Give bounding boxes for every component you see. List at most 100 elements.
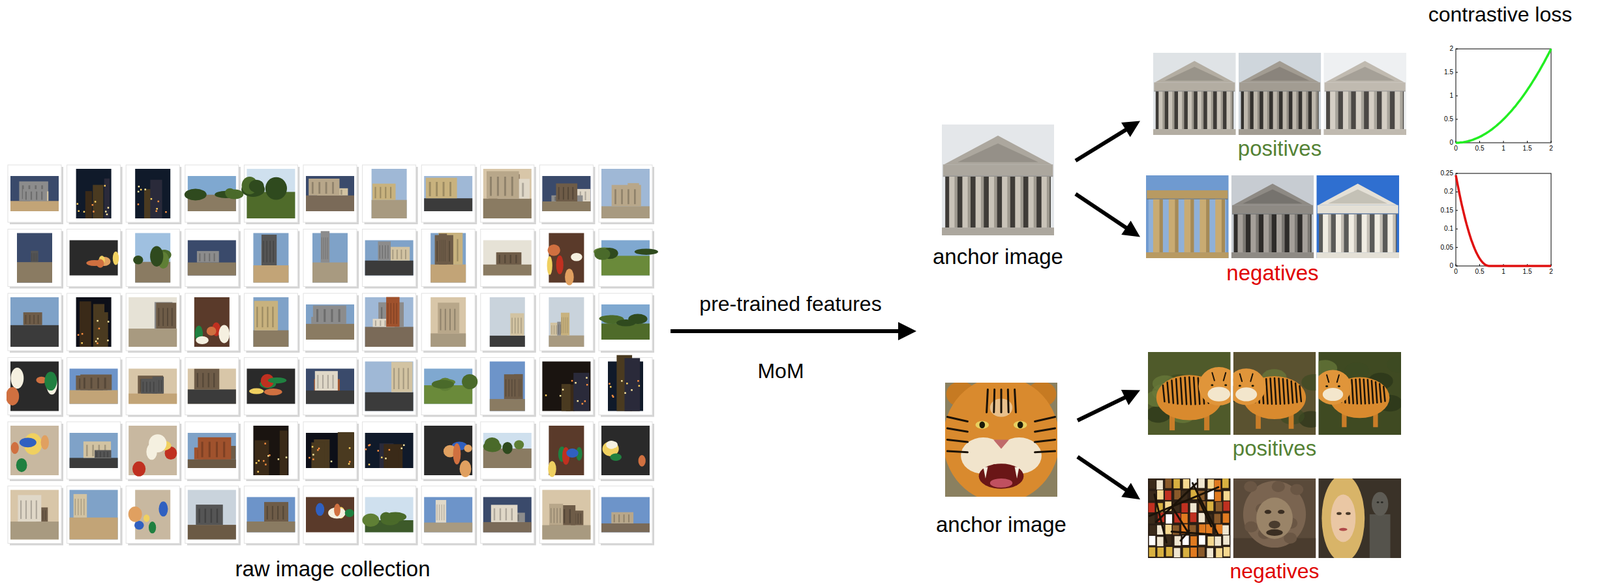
photo-detail [187,459,237,469]
photo-detail [144,188,147,191]
photo-detail [153,380,155,393]
photo-detail [198,508,201,524]
photo-detail [1383,386,1385,402]
photo-detail [612,396,615,399]
photo-detail [197,437,231,460]
photo-detail [377,450,380,453]
photo-detail [541,488,595,546]
photo-detail [421,422,475,480]
photo-detail [1155,91,1234,130]
photo-detail [601,304,650,340]
photo-detail [1187,91,1194,130]
photo-detail [67,422,121,480]
arrow-head [1121,390,1141,406]
photo-detail [41,435,49,450]
photo-detail [246,497,295,533]
photo-detail [638,385,641,388]
photo-detail [22,189,47,201]
photo-detail [1007,390,1010,413]
photo-detail [258,460,261,463]
photo-detail [550,508,552,524]
photo-detail [624,358,641,411]
photo-detail [480,486,535,544]
photo-detail [556,183,578,202]
photo-detail [1167,382,1170,404]
photo-detail [569,509,571,524]
photo-detail [1328,214,1331,253]
photo-detail [1147,478,1231,559]
photo-detail [1376,501,1380,504]
photo [1147,352,1240,436]
photo-detail [562,187,565,200]
positive-images: positives [1153,52,1407,162]
photo-detail [627,189,630,205]
photo-detail [303,229,357,287]
photo-detail [1172,508,1190,535]
photo-detail [598,293,653,351]
image-label: negatives [1230,559,1320,584]
photo-detail [1149,536,1156,546]
photo-detail [608,382,611,385]
photo-detail [1156,483,1197,523]
photo-detail [1276,214,1285,253]
anchor-image: anchor image [926,382,1077,538]
photo-detail [1379,384,1381,403]
photo-detail [1164,491,1172,501]
photo-detail [1371,492,1389,517]
photo-detail [1222,513,1230,524]
photo-detail [365,297,414,348]
photo-detail [1149,479,1156,489]
photo-detail [438,233,447,265]
photo-detail [321,237,323,260]
photo-detail [464,444,473,453]
photo-detail [1214,536,1222,546]
photo-detail [430,264,466,284]
image-label: positives [1237,136,1322,162]
photo-detail [362,229,417,287]
photo-detail [994,176,997,228]
photo-detail [125,422,180,480]
photo-detail [620,380,623,383]
photo-detail [423,198,473,212]
photo-detail [135,168,171,219]
photo-detail [601,168,650,219]
photo-detail [564,268,574,286]
photo-detail [556,325,558,335]
photo-detail [323,309,326,323]
photo-detail [1148,503,1156,513]
photo-detail [623,514,625,523]
photo-detail [196,251,220,263]
photo-detail [76,297,112,348]
photo-detail [1149,525,1156,535]
photo-detail [37,315,40,325]
photo-detail [146,382,148,393]
photo-detail [1330,494,1356,543]
photo-detail [1247,91,1250,130]
photo-detail [96,342,99,345]
photo-detail [421,293,475,351]
photo-detail [10,297,59,348]
photo-detail [630,389,633,392]
photo-detail [1168,91,1175,130]
photo-detail [1356,91,1364,130]
photo-detail [194,369,220,391]
photo-detail [1211,373,1215,381]
photo-detail [1180,378,1183,405]
photo-detail [243,486,298,544]
photo-detail [957,143,1039,163]
photo-detail [1149,547,1156,558]
photo-detail [945,382,1058,498]
photo-detail [161,380,162,393]
photo-detail [76,168,112,219]
photo-detail [1013,421,1028,430]
axis-tick-label: 0.15 [1440,207,1454,214]
photo-detail [489,335,526,348]
plot-tick [1455,191,1458,193]
photo-detail [261,234,277,266]
photo-detail [45,510,46,521]
photo-detail [243,422,298,480]
photo-detail [330,461,333,464]
photo-detail [1174,548,1181,558]
photo-detail [1399,91,1403,130]
photo-detail [387,245,389,259]
